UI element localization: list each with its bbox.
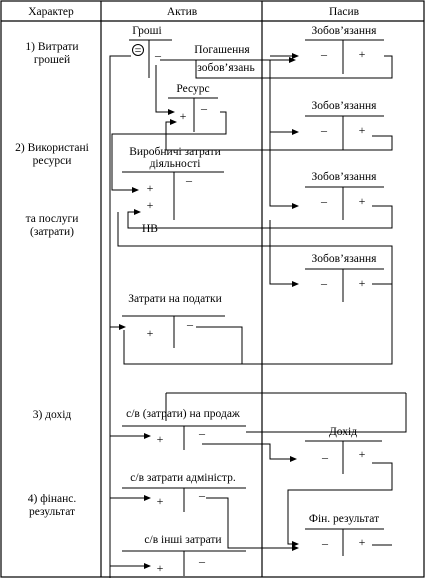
liability-4-minus: – bbox=[320, 276, 328, 290]
flow-arrows bbox=[109, 53, 407, 578]
liability-4-title: Зобов’язання bbox=[312, 253, 378, 265]
row-label-services-2: (затрати) bbox=[30, 226, 74, 238]
resource-plus: + bbox=[180, 109, 187, 123]
liability-3-plus: + bbox=[359, 194, 366, 208]
liability-3-title: Зобов’язання bbox=[312, 171, 378, 183]
row-label-resources-2: ресурси bbox=[33, 155, 72, 167]
arrow-liability-4-loop bbox=[117, 212, 393, 285]
other-costs-title: с/в інші затрати bbox=[144, 534, 221, 546]
liability-1-minus: – bbox=[320, 47, 328, 61]
income-plus: + bbox=[359, 447, 366, 461]
other-costs-plus: + bbox=[157, 561, 164, 575]
arrow-liability-3-to-production bbox=[127, 205, 393, 229]
cost-of-sales-plus: + bbox=[157, 432, 164, 446]
row-label-money-spent-1: 1) Витрати bbox=[25, 41, 78, 53]
account-resource-title: Ресурс bbox=[176, 83, 209, 95]
header-liabilities: Пасив bbox=[329, 6, 360, 18]
row-label-fin-result-1: 4) фінанс. bbox=[28, 493, 77, 505]
arrow-resource-to-production bbox=[111, 111, 227, 193]
account-tax-costs: Затрати на податки + – bbox=[122, 293, 225, 348]
account-other-costs: с/в інші затрати + – bbox=[122, 534, 246, 576]
arrow-money-to-resource bbox=[155, 65, 175, 115]
arrow-production-liability-3 bbox=[269, 150, 299, 209]
row-label-money-spent-2: грошей bbox=[34, 54, 70, 66]
liability-1-plus: + bbox=[359, 47, 366, 61]
account-liability-3: Зобов’язання – + bbox=[305, 171, 384, 220]
liability-2-title: Зобов’язання bbox=[312, 100, 378, 112]
arrow-cost-of-sales-to-income bbox=[202, 443, 297, 462]
arrow-liability-2-to-resource bbox=[165, 119, 393, 151]
repayment-label-1: Погашення bbox=[194, 44, 250, 56]
account-resource: Ресурс + – bbox=[168, 83, 218, 132]
production-plus-2: + bbox=[147, 198, 154, 212]
cost-of-sales-minus: – bbox=[198, 426, 206, 440]
arrow-income-to-fin-result bbox=[287, 462, 393, 547]
account-liability-4: Зобов’язання – + bbox=[305, 253, 384, 302]
liability-4-plus: + bbox=[359, 276, 366, 290]
liability-2-plus: + bbox=[359, 123, 366, 137]
money-circle-sign: = bbox=[135, 43, 142, 57]
production-costs-title-1: Виробничі затрати bbox=[129, 146, 221, 158]
row-label-services-1: та послуги bbox=[26, 213, 79, 225]
production-costs-title-2: діяльності bbox=[150, 158, 201, 170]
row-label-fin-result-2: результат bbox=[29, 506, 75, 518]
account-cost-of-sales: с/в (затрати) на продаж + – bbox=[122, 408, 246, 450]
admin-costs-plus: + bbox=[157, 494, 164, 508]
repayment-label-2: зобов’язань bbox=[197, 62, 254, 74]
account-fin-result: Фін. результат – + bbox=[305, 513, 384, 556]
production-plus-1: + bbox=[147, 181, 154, 195]
account-liability-1: Зобов’язання – + bbox=[305, 25, 384, 74]
admin-costs-title: с/в затрати адміністр. bbox=[130, 472, 236, 484]
fin-result-plus: + bbox=[359, 535, 366, 549]
tax-costs-title: Затрати на податки bbox=[128, 293, 221, 305]
account-money: Гроші = – bbox=[129, 25, 172, 78]
arrow-liability-1-return bbox=[195, 55, 393, 79]
production-minus: – bbox=[185, 173, 193, 187]
resource-minus: – bbox=[200, 101, 208, 115]
header-assets: Актив bbox=[167, 6, 198, 18]
arrow-tax-loop-left bbox=[123, 330, 242, 365]
nv-label: НВ bbox=[142, 223, 158, 235]
account-money-title: Гроші bbox=[132, 25, 161, 37]
account-income: Дохід – + bbox=[305, 426, 382, 474]
account-production-costs: Виробничі затрати діяльності + + – НВ bbox=[122, 146, 224, 235]
cost-of-sales-title: с/в (затрати) на продаж bbox=[126, 408, 240, 420]
money-minus-circle bbox=[132, 44, 144, 56]
tax-plus: + bbox=[147, 326, 154, 340]
arrow-to-liability-4 bbox=[269, 220, 299, 287]
admin-costs-minus: – bbox=[198, 488, 206, 502]
arrow-income-to-cost-of-sales bbox=[246, 393, 407, 433]
arrow-admin-to-fin-result bbox=[206, 497, 299, 551]
liability-1-title: Зобов’язання bbox=[312, 25, 378, 37]
row-label-income: 3) дохід bbox=[33, 409, 72, 421]
income-minus: – bbox=[321, 450, 329, 464]
header-character: Характер bbox=[28, 6, 74, 18]
arrow-money-trunk bbox=[109, 55, 131, 578]
other-costs-minus: – bbox=[198, 554, 206, 568]
arrow-tax-to-liability-4 bbox=[196, 284, 393, 365]
fin-result-minus: – bbox=[321, 536, 329, 550]
fin-result-title: Фін. результат bbox=[309, 513, 379, 525]
liability-2-minus: – bbox=[320, 123, 328, 137]
tax-minus: – bbox=[186, 317, 194, 331]
account-admin-costs: с/в затрати адміністр. + – bbox=[122, 472, 246, 512]
account-liability-2: Зобов’язання – + bbox=[305, 100, 384, 150]
liability-3-minus: – bbox=[320, 194, 328, 208]
row-label-resources-1: 2) Використані bbox=[15, 142, 89, 154]
money-minus: – bbox=[154, 48, 162, 62]
